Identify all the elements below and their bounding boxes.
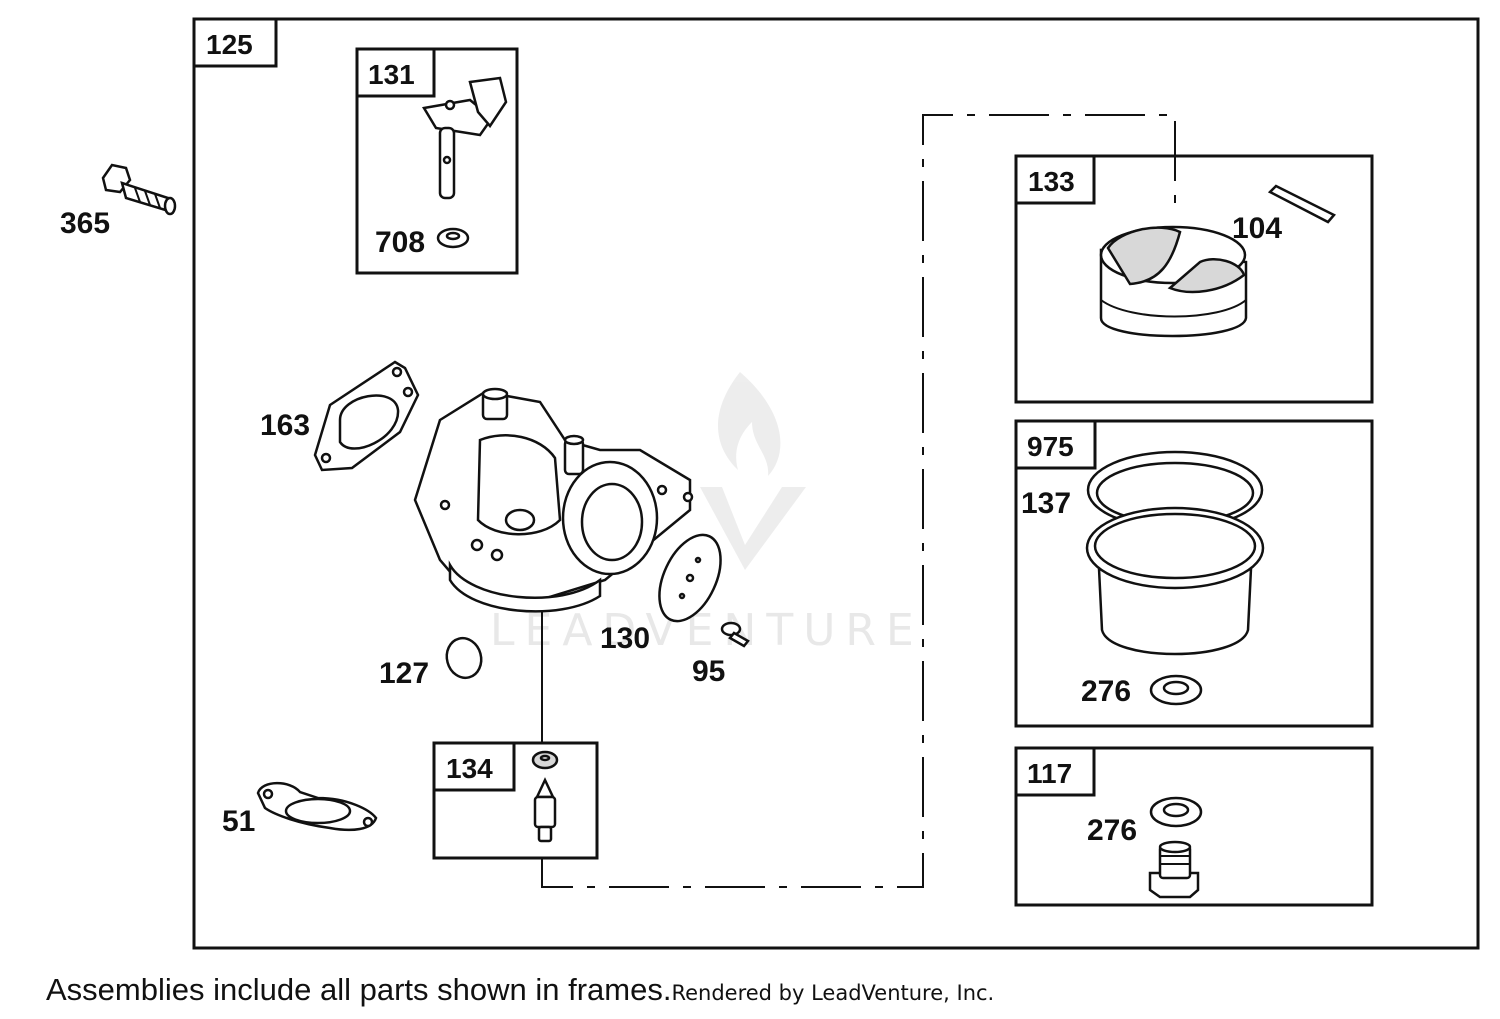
frame-label-box-134: [432, 741, 516, 792]
part-51-gasket[interactable]: [256, 781, 378, 832]
part-133-float[interactable]: [1099, 225, 1248, 338]
part-95-screw[interactable]: [720, 621, 750, 648]
assembly-frame-133: [1014, 154, 1374, 404]
frame-label-131: 131: [368, 59, 415, 90]
frame-label-133: 133: [1028, 166, 1075, 197]
watermark-text: LEADVENTURE: [490, 605, 924, 656]
part-104-float-pin[interactable]: [1267, 184, 1336, 224]
part-130-choke-plate[interactable]: [647, 525, 733, 630]
callout-127: 127: [379, 657, 429, 690]
callout-276-a: 276: [1081, 675, 1131, 708]
part-708-washer[interactable]: [436, 227, 470, 249]
callout-51: 51: [222, 805, 255, 838]
frame-label-box-125: [192, 17, 278, 68]
part-137-o-ring[interactable]: [1086, 450, 1264, 530]
assembly-frame-975: [1014, 419, 1374, 728]
callout-163: 163: [260, 409, 310, 442]
footer: Assemblies include all parts shown in fr…: [46, 972, 994, 1008]
part-276-washer-b[interactable]: [1149, 796, 1203, 828]
footer-note: Assemblies include all parts shown in fr…: [46, 972, 672, 1007]
footer-credit: Rendered by LeadVenture, Inc.: [671, 981, 995, 1005]
frame-label-box-117: [1014, 746, 1096, 797]
assembly-frame-117: [1014, 746, 1374, 907]
callout-708: 708: [375, 226, 425, 259]
part-117-bowl-nut[interactable]: [1148, 840, 1200, 899]
carburetor-body[interactable]: [413, 387, 694, 613]
part-134-inlet-needle[interactable]: [531, 750, 559, 843]
part-975-float-bowl[interactable]: [1085, 506, 1265, 656]
part-365-bolt[interactable]: [101, 163, 177, 216]
callout-365: 365: [60, 207, 110, 240]
frame-label-117: 117: [1027, 758, 1072, 789]
callout-137: 137: [1021, 487, 1071, 520]
assembly-frame-131: [355, 47, 519, 275]
frame-label-box-975: [1014, 419, 1097, 470]
frame-label-134: 134: [446, 753, 493, 784]
callout-104: 104: [1232, 212, 1282, 245]
part-163-gasket[interactable]: [313, 360, 420, 472]
frame-label-975: 975: [1027, 431, 1074, 462]
leadventure-watermark: LEADVENTURE: [490, 372, 924, 656]
callout-276-b: 276: [1087, 814, 1137, 847]
assembly-frame-125: [192, 17, 1480, 950]
frame-label-box-131: [355, 47, 436, 98]
part-127-welch-plug[interactable]: [442, 634, 485, 681]
frame-label-125: 125: [206, 29, 253, 60]
callout-95: 95: [692, 655, 725, 688]
part-131-throttle-shaft[interactable]: [421, 76, 508, 200]
frame-label-box-133: [1014, 154, 1096, 205]
callout-130: 130: [600, 622, 650, 655]
frame-connector-line: [541, 114, 1176, 888]
part-276-washer-a[interactable]: [1149, 674, 1203, 706]
